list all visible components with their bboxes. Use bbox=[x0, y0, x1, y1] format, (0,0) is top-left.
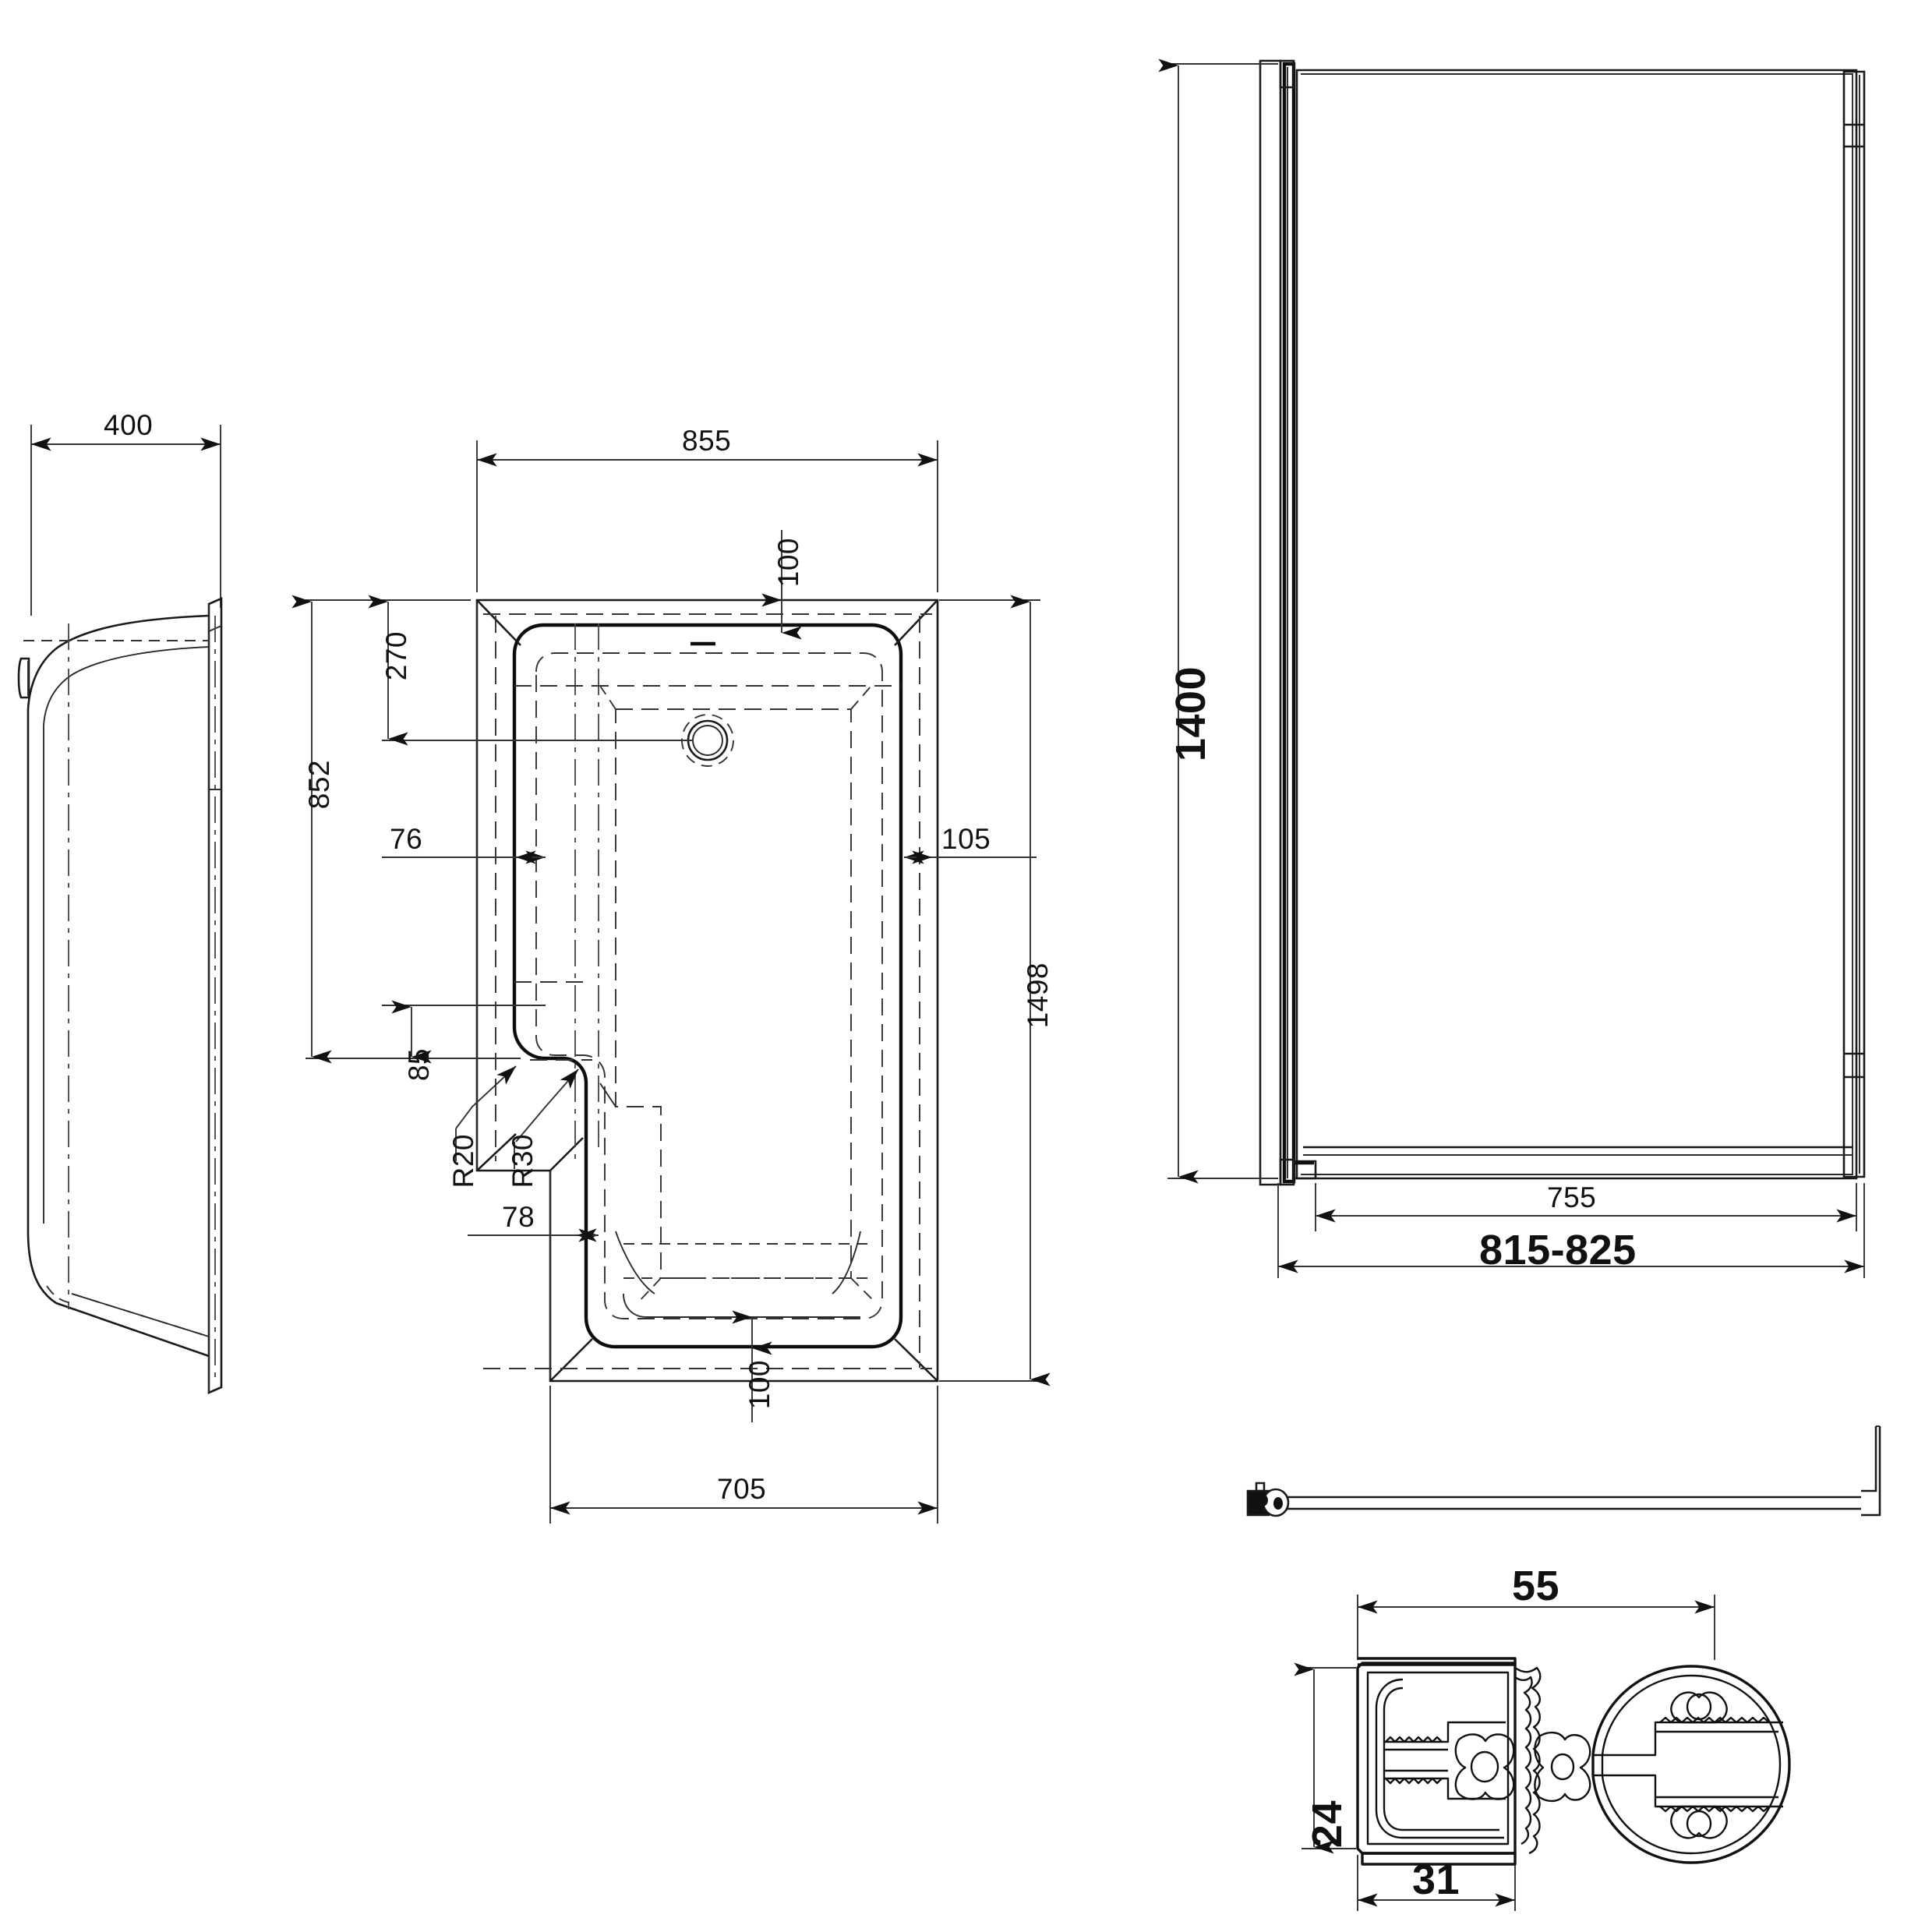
dim-label-100-bottom: 100 bbox=[743, 1360, 775, 1410]
dim-label-815-825: 815-825 bbox=[1479, 1227, 1637, 1273]
dim-label-855: 855 bbox=[682, 425, 732, 457]
dim-label-85: 85 bbox=[403, 1048, 435, 1082]
dim-label-78: 78 bbox=[502, 1201, 535, 1233]
bottom-seal-detail-view bbox=[1246, 1425, 1881, 1517]
wall-profile-section-detail bbox=[1294, 1595, 1791, 1911]
dim-label-1498: 1498 bbox=[1022, 962, 1054, 1029]
dim-label-r20: R20 bbox=[447, 1134, 479, 1189]
dim-label-705: 705 bbox=[717, 1473, 767, 1505]
dim-label-r30: R30 bbox=[507, 1134, 539, 1189]
dim-label-1400: 1400 bbox=[1167, 666, 1214, 762]
dim-label-852: 852 bbox=[303, 760, 335, 810]
dim-label-55: 55 bbox=[1512, 1563, 1560, 1609]
bath-plan-view bbox=[291, 440, 1051, 1524]
side-elevation-view bbox=[17, 425, 223, 1394]
shower-screen-elevation-view bbox=[1158, 58, 1866, 1278]
dim-label-270: 270 bbox=[380, 631, 412, 681]
dim-label-755: 755 bbox=[1547, 1181, 1597, 1213]
dim-label-24: 24 bbox=[1304, 1800, 1351, 1849]
dim-label-105: 105 bbox=[941, 823, 991, 855]
dim-label-76: 76 bbox=[390, 823, 423, 855]
dim-label-31: 31 bbox=[1412, 1856, 1460, 1903]
dim-label-100-top: 100 bbox=[772, 538, 804, 588]
dim-label-400: 400 bbox=[104, 409, 154, 441]
